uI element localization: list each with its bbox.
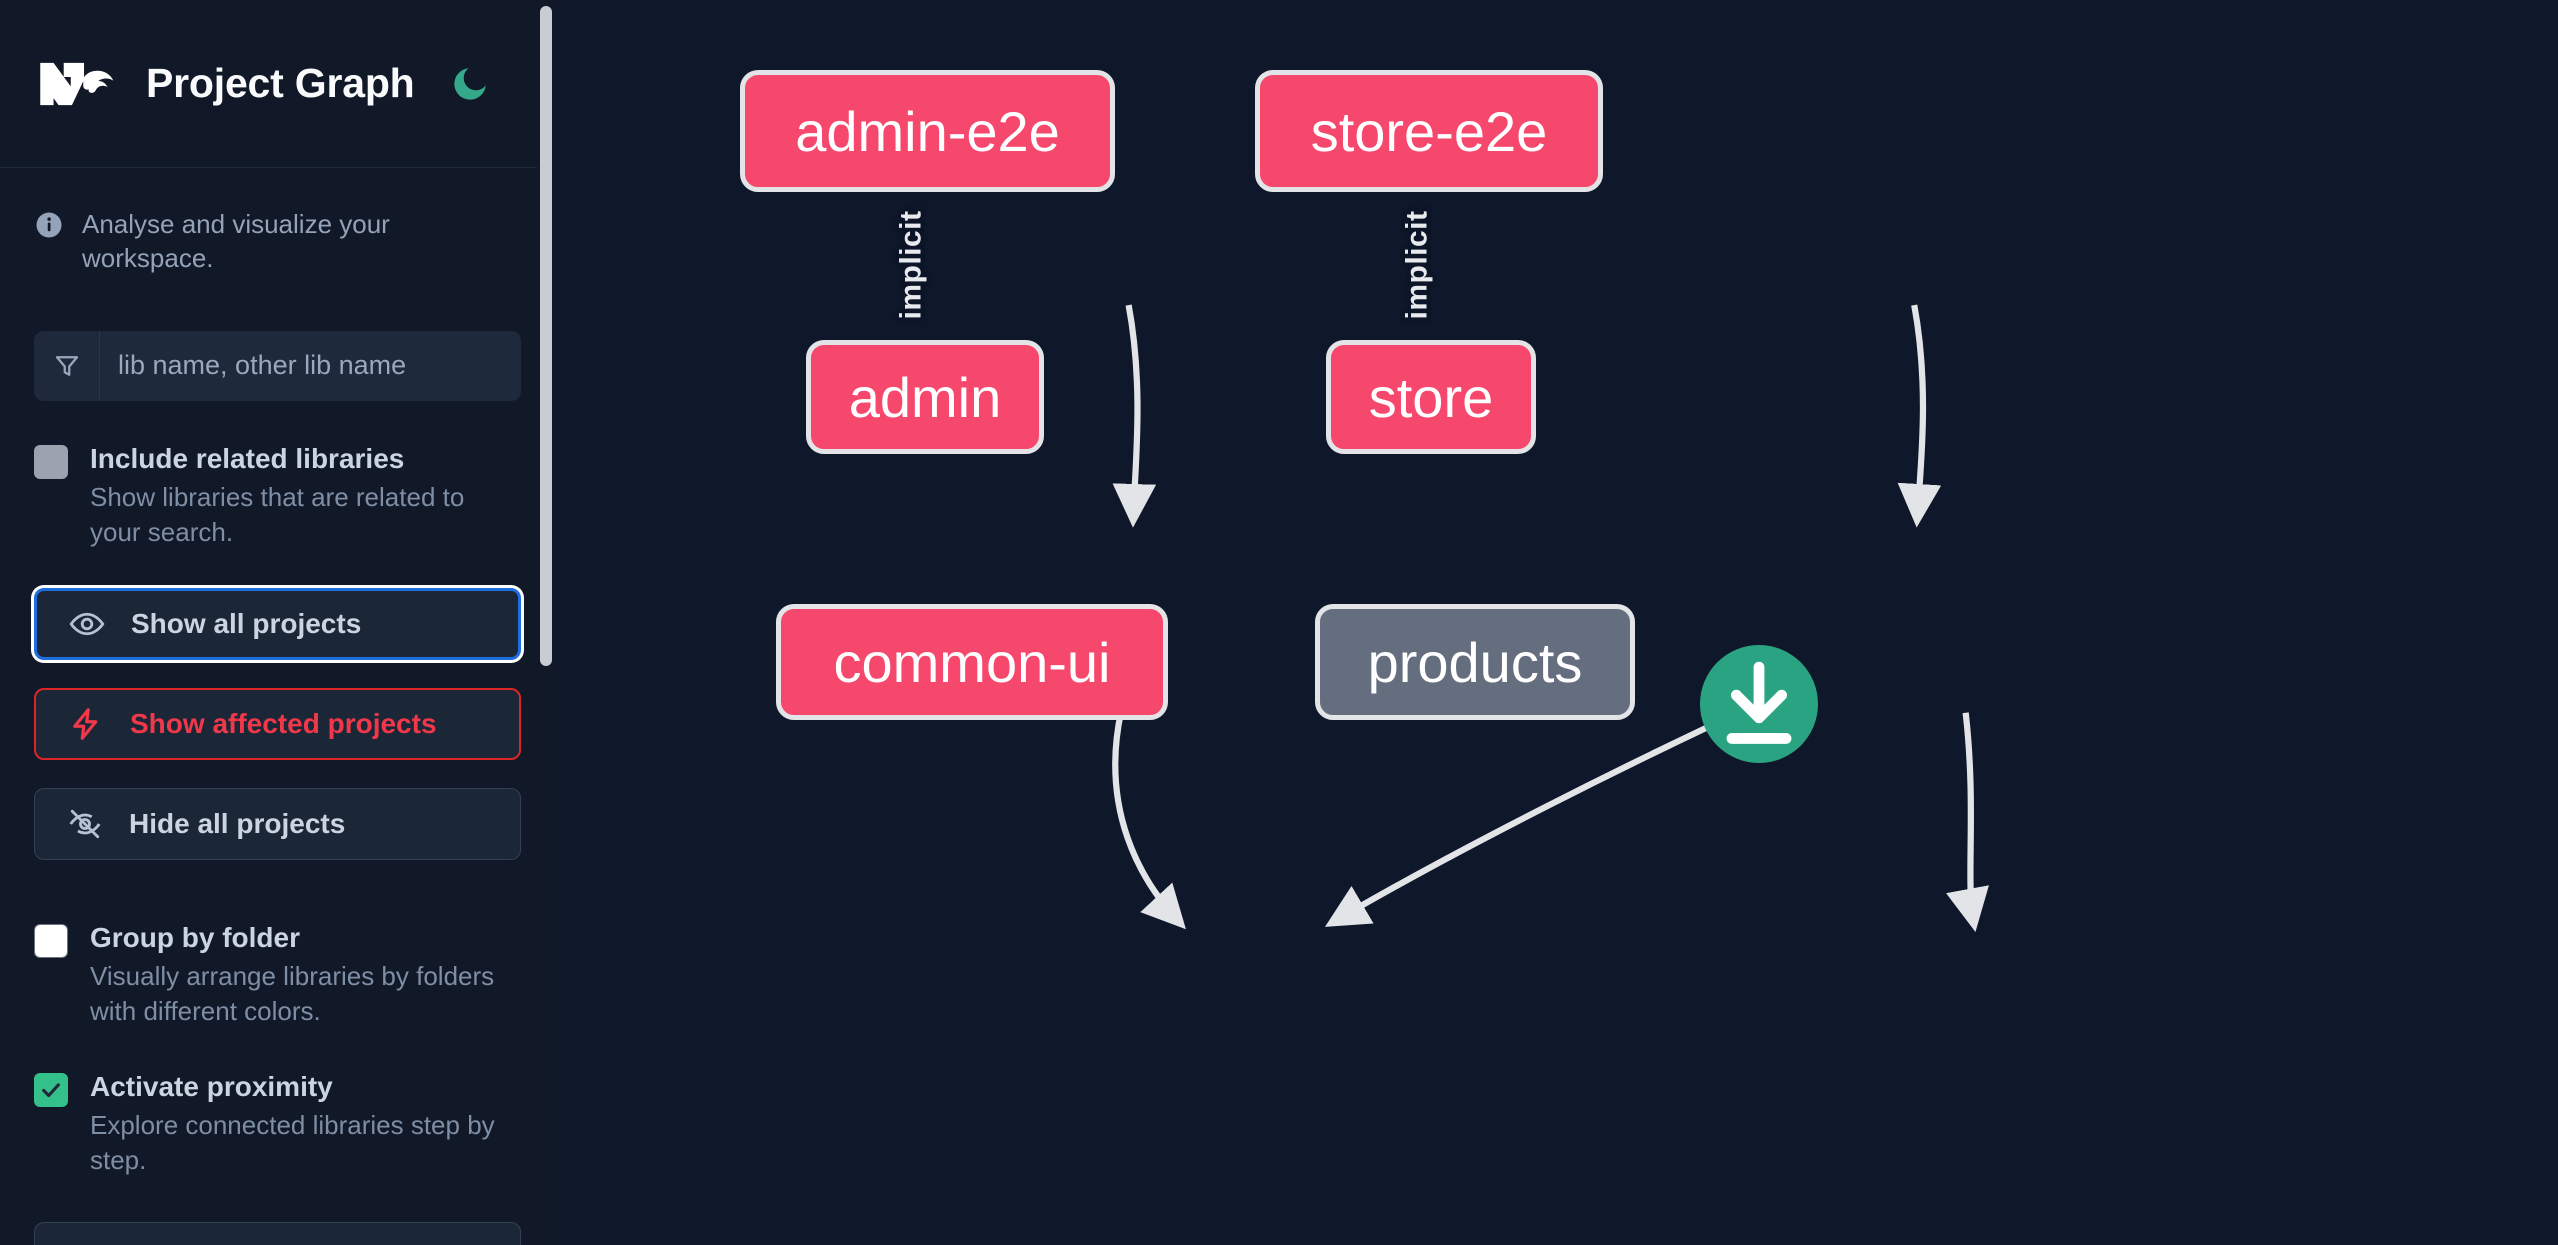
node-label: products: [1367, 630, 1583, 694]
option-activate-proximity[interactable]: Activate proximity Explore connected lib…: [34, 1069, 521, 1178]
filter-bar: [34, 330, 521, 401]
edge-store-to-common-ui: [1324, 700, 1760, 927]
eye-icon: [67, 604, 107, 644]
node-label: admin-e2e: [795, 99, 1060, 163]
projects-button-group: Show all projects Show affected projects: [34, 587, 521, 860]
node-label: common-ui: [833, 630, 1111, 694]
funnel-filter-icon: [34, 330, 100, 401]
graph-canvas[interactable]: admin-e2e store-e2e admin store common-u…: [555, 0, 2558, 1245]
show-affected-projects-button[interactable]: Show affected projects: [34, 687, 521, 760]
sidebar-scrollbar[interactable]: [537, 0, 555, 1245]
checkbox-group-by-folder[interactable]: [34, 923, 68, 958]
option-description: Visually arrange libraries by folders wi…: [90, 960, 495, 1026]
option-label: Group by folder: [90, 921, 300, 953]
sidebar-scrollbar-thumb[interactable]: [540, 6, 552, 666]
app-title: Project Graph: [146, 60, 415, 106]
edge-label-store-implicit: implicit: [1400, 210, 1434, 320]
graph-node-store-e2e[interactable]: store-e2e: [1255, 70, 1603, 192]
edge-store-to-products: [1946, 712, 1989, 933]
graph-node-admin[interactable]: admin: [806, 340, 1044, 454]
hide-all-projects-button[interactable]: Hide all projects: [34, 787, 521, 860]
workspace-description-row: Analyse and visualize your workspace.: [34, 208, 521, 276]
node-label: store: [1368, 365, 1494, 429]
moon-icon[interactable]: [445, 59, 495, 109]
option-label: Include related libraries: [90, 442, 405, 474]
button-label: Show all projects: [131, 607, 362, 639]
sidebar-body: Analyse and visualize your workspace. In…: [0, 208, 555, 1245]
workspace-description: Analyse and visualize your workspace.: [82, 209, 390, 273]
graph-node-products[interactable]: products: [1315, 604, 1635, 720]
graph-node-common-ui[interactable]: common-ui: [776, 604, 1168, 720]
graph-node-admin-e2e[interactable]: admin-e2e: [740, 70, 1115, 192]
eye-off-icon: [65, 804, 105, 844]
option-description: Show libraries that are related to your …: [90, 481, 465, 547]
sidebar: Project Graph Analyse and visualize your…: [0, 0, 555, 1245]
graph-edges: [1112, 304, 1989, 933]
option-group-by-folder[interactable]: Group by folder Visually arrange librari…: [34, 920, 521, 1029]
node-label: store-e2e: [1310, 99, 1548, 163]
button-label: Hide all projects: [129, 807, 346, 839]
checkbox-activate-proximity[interactable]: [34, 1072, 68, 1107]
partially-visible-button[interactable]: [34, 1222, 521, 1245]
sidebar-header: Project Graph: [0, 0, 555, 168]
option-description: Explore connected libraries step by step…: [90, 1109, 495, 1176]
download-button[interactable]: [1700, 645, 1818, 763]
edge-admin-e2e-to-admin: [1112, 304, 1157, 528]
nx-logo-icon: [34, 56, 120, 112]
edge-admin-to-common-ui: [1112, 712, 1186, 930]
checkbox-include-related-libraries[interactable]: [34, 444, 68, 479]
edge-label-admin-implicit: implicit: [894, 210, 928, 320]
info-circle-icon: [34, 210, 64, 240]
option-label: Activate proximity: [90, 1070, 333, 1102]
button-label: Show affected projects: [130, 707, 437, 739]
show-all-projects-button[interactable]: Show all projects: [34, 587, 521, 660]
node-label: admin: [848, 365, 1002, 429]
search-input[interactable]: [100, 330, 521, 401]
graph-node-store[interactable]: store: [1326, 340, 1536, 454]
option-include-related-libraries[interactable]: Include related libraries Show libraries…: [34, 441, 521, 550]
lightning-bolt-icon: [66, 704, 106, 744]
edge-store-e2e-to-store: [1897, 304, 1942, 528]
